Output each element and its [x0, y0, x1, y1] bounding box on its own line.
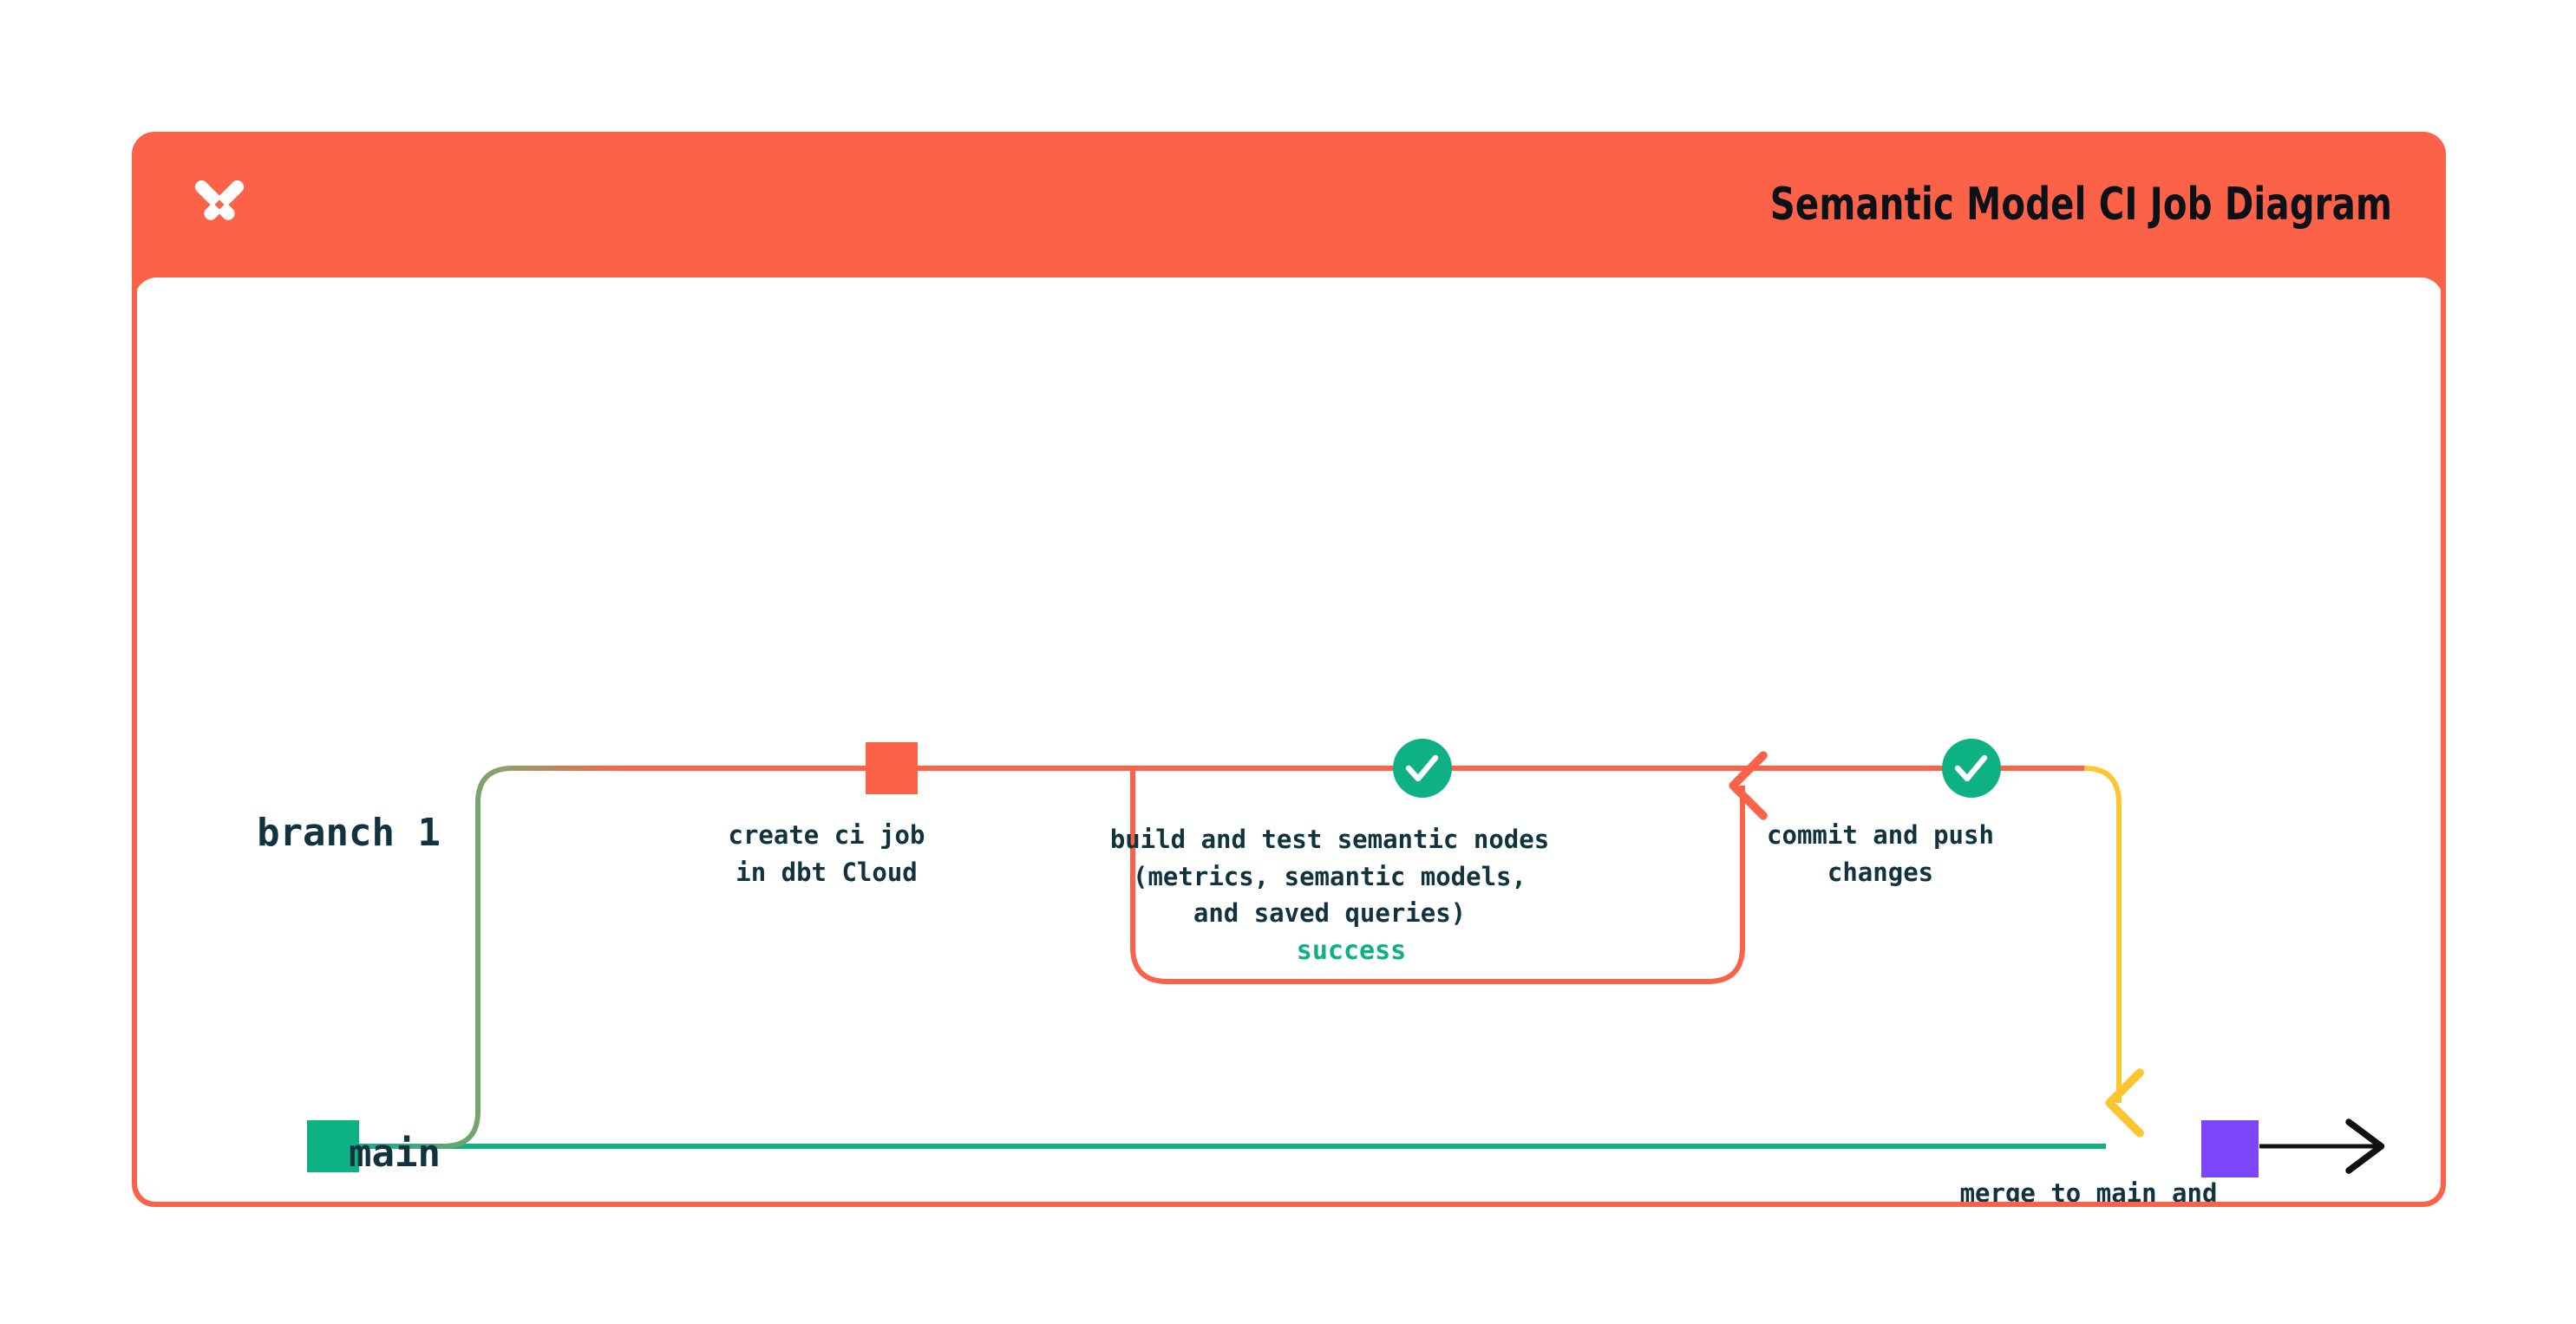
commit-and-push-marker — [1942, 739, 2001, 798]
card-header: Semantic Model CI Job Diagram — [132, 132, 2446, 277]
merge-node-marker — [2201, 1120, 2259, 1177]
ci-job-diagram: branch 1 main create ci job in dbt Cloud… — [137, 277, 2441, 1204]
node-caption-create-ci-job: create ci job in dbt Cloud — [728, 820, 925, 887]
dbt-logo-icon — [182, 167, 257, 242]
success-loop-edge — [1130, 751, 1768, 984]
edge-label-success: success — [1243, 934, 1460, 968]
branch-fork-line — [356, 766, 623, 1149]
page-title: Semantic Model CI Job Diagram — [1769, 179, 2392, 231]
lane-label-main: main — [349, 1132, 441, 1176]
card-body: branch 1 main create ci job in dbt Cloud… — [134, 277, 2443, 1204]
main-node-marker — [307, 1120, 359, 1172]
build-and-test-marker — [1393, 739, 1452, 798]
node-caption-commit-and-push: commit and push changes — [1767, 820, 1994, 887]
node-caption-merge-to-main: merge to main and deploy to production — [1959, 1178, 2218, 1204]
lane-label-branch-1: branch 1 — [257, 811, 441, 855]
merge-to-main-edge — [2083, 766, 2144, 1138]
create-ci-job-marker — [866, 742, 918, 794]
node-caption-build-and-test: build and test semantic nodes (metrics, … — [1109, 825, 1550, 929]
diagram-card: Semantic Model CI Job Diagram — [132, 132, 2446, 1207]
